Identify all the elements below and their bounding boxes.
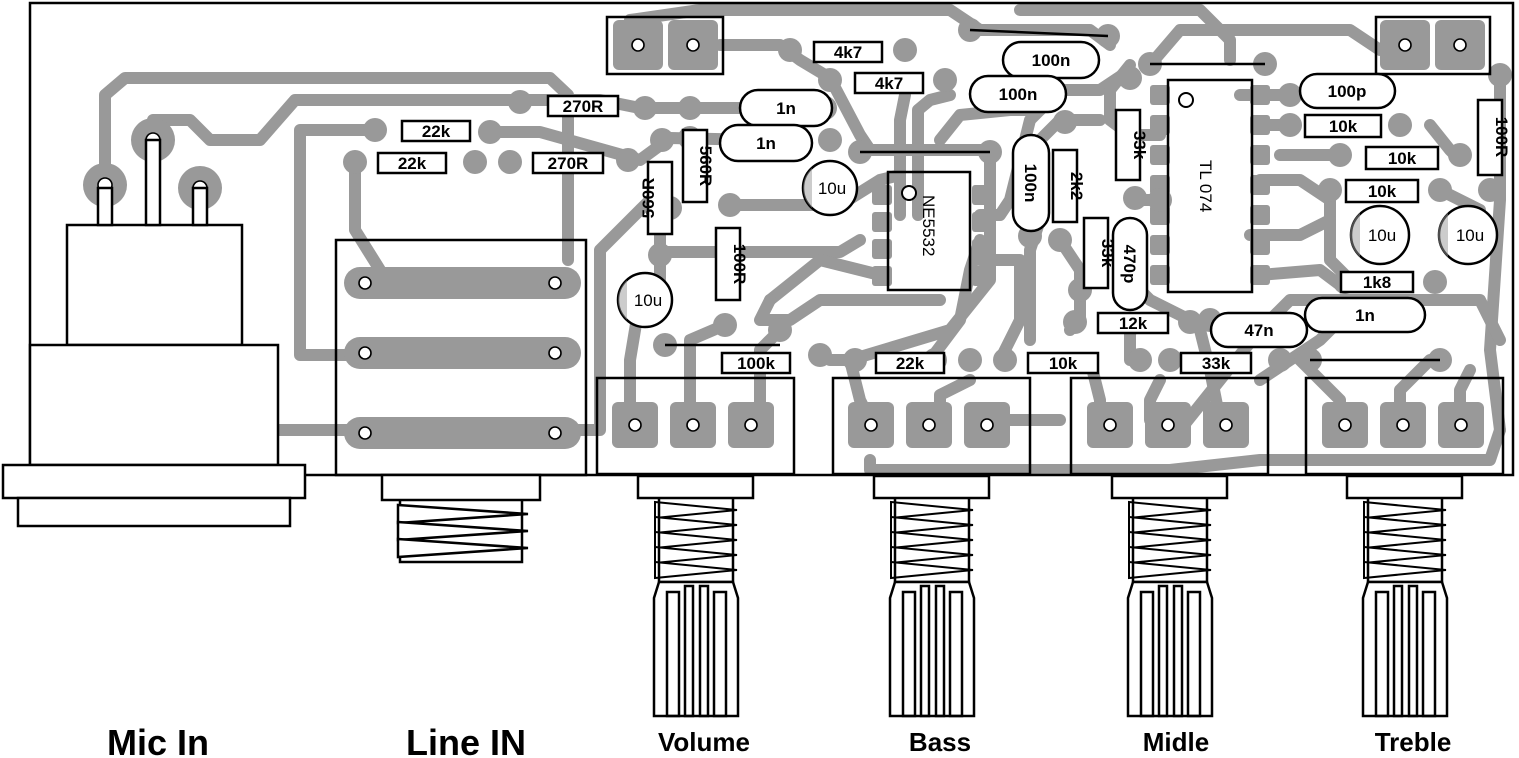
- ic-ne5532-label: NE5532: [919, 195, 938, 256]
- pad-holes: [97, 38, 1468, 440]
- resistor-12k: 12k: [1096, 311, 1170, 335]
- capacitor-10u-d: 10u: [1437, 204, 1499, 266]
- svg-text:4k7: 4k7: [834, 43, 862, 62]
- ic-ne5532: NE5532: [886, 170, 972, 292]
- resistor-4k7-a: 4k7: [812, 40, 884, 64]
- resistor-270r-b: 270R: [531, 151, 605, 175]
- resistor-33k-b: 33k: [1114, 108, 1149, 182]
- resistor-10k-a: 10k: [1026, 351, 1100, 375]
- electrolytic-capacitors: 10u 10u 10u 10u: [616, 159, 1499, 329]
- terminal-block-right: [1374, 15, 1492, 76]
- svg-text:22k: 22k: [896, 354, 925, 373]
- label-line-in: Line IN: [406, 722, 526, 758]
- pot-volume: [595, 376, 796, 718]
- resistor-560r-a: 560R: [681, 128, 715, 204]
- svg-text:10u: 10u: [818, 179, 846, 198]
- capacitor-100n-b: 100n: [968, 74, 1068, 114]
- label-volume: Volume: [658, 727, 750, 757]
- svg-text:2k2: 2k2: [1067, 172, 1086, 200]
- svg-text:560R: 560R: [639, 178, 658, 219]
- board-outline: [28, 1, 1515, 477]
- wire-jumpers: [665, 28, 1440, 362]
- resistor-270r-a: 270R: [546, 94, 620, 118]
- label-midle: Midle: [1143, 727, 1209, 757]
- svg-text:1n: 1n: [776, 99, 796, 118]
- mic-connector: [1, 138, 307, 528]
- svg-text:10k: 10k: [1368, 182, 1397, 201]
- capacitor-1n-b: 1n: [718, 123, 814, 163]
- capacitor-10u-b: 10u: [616, 271, 674, 329]
- resistor-10k-b: 10k: [1303, 113, 1383, 139]
- bottom-labels: Mic In Line IN Volume Bass Midle Treble: [107, 722, 1451, 758]
- label-mic-in: Mic In: [107, 722, 209, 758]
- capacitor-470p: 470p: [1111, 216, 1149, 312]
- line-in-jack: [334, 238, 588, 564]
- svg-text:100n: 100n: [1021, 164, 1040, 203]
- pot-midle: [1069, 376, 1270, 718]
- copper-traces: [99, 4, 1506, 476]
- pot-bass: [831, 376, 1032, 718]
- resistor-4k7-b: 4k7: [853, 71, 925, 95]
- resistor-560r-b: 560R: [639, 160, 674, 236]
- svg-text:100p: 100p: [1328, 82, 1367, 101]
- svg-text:4k7: 4k7: [875, 74, 903, 93]
- svg-text:10u: 10u: [634, 291, 662, 310]
- svg-text:10k: 10k: [1388, 149, 1417, 168]
- capacitor-10u-c: 10u: [1349, 204, 1411, 266]
- svg-text:22k: 22k: [398, 154, 427, 173]
- capacitor-100n-c: 100n: [1011, 133, 1051, 233]
- svg-text:470p: 470p: [1120, 245, 1139, 284]
- capacitor-10u-a: 10u: [801, 159, 859, 217]
- svg-text:22k: 22k: [422, 122, 451, 141]
- resistor-22k-b: 22k: [376, 151, 448, 175]
- svg-text:12k: 12k: [1119, 314, 1148, 333]
- svg-text:270R: 270R: [563, 97, 604, 116]
- pot-treble: [1304, 376, 1505, 718]
- resistor-100r-b: 100R: [1476, 98, 1511, 177]
- svg-text:100R: 100R: [730, 244, 749, 285]
- jack-traces: [344, 267, 581, 449]
- resistor-100k: 100k: [720, 351, 792, 375]
- capacitor-100p: 100p: [1298, 72, 1397, 110]
- svg-text:100n: 100n: [1032, 51, 1071, 70]
- svg-text:100R: 100R: [1492, 117, 1511, 158]
- ic-tl074-label: TL 074: [1196, 160, 1215, 212]
- svg-text:10k: 10k: [1049, 354, 1078, 373]
- terminal-block-left: [605, 15, 725, 76]
- svg-text:560R: 560R: [696, 146, 715, 187]
- resistor-10k-d: 10k: [1344, 178, 1420, 204]
- resistor-22k-a: 22k: [400, 119, 472, 143]
- resistor-22k-c: 22k: [874, 351, 946, 375]
- capacitor-1n-c: 1n: [1303, 296, 1427, 334]
- resistor-33k-a: 33k: [1179, 351, 1253, 375]
- capacitor-100n-a: 100n: [1001, 40, 1101, 80]
- capacitor-1n-a: 1n: [738, 88, 834, 128]
- svg-text:1k8: 1k8: [1363, 273, 1391, 292]
- vertical-resistors: 560R 560R 100R 2k2 33k 33k 100R: [639, 98, 1511, 302]
- svg-text:47n: 47n: [1244, 321, 1273, 340]
- svg-text:270R: 270R: [548, 154, 589, 173]
- svg-text:1n: 1n: [756, 134, 776, 153]
- label-treble: Treble: [1375, 727, 1452, 757]
- svg-text:1n: 1n: [1355, 306, 1375, 325]
- resistor-10k-c: 10k: [1364, 145, 1440, 171]
- svg-text:10k: 10k: [1329, 117, 1358, 136]
- svg-text:100n: 100n: [999, 85, 1038, 104]
- svg-text:100k: 100k: [737, 354, 775, 373]
- capacitor-47n: 47n: [1209, 311, 1309, 349]
- ic-tl074: TL 074: [1166, 78, 1254, 294]
- resistor-100r-a: 100R: [714, 226, 749, 302]
- svg-text:10u: 10u: [1368, 226, 1396, 245]
- svg-text:33k: 33k: [1130, 131, 1149, 160]
- capacitors: 1n 1n 1n 100n 100n 100n 100p 470p 47n: [718, 40, 1427, 349]
- resistor-1k8: 1k8: [1339, 270, 1415, 294]
- resistors: 4k7 4k7 270R 270R 22k 22k 100k 22k 10k 3…: [376, 40, 1440, 375]
- svg-text:33k: 33k: [1202, 354, 1231, 373]
- label-bass: Bass: [909, 727, 971, 757]
- resistor-2k2: 2k2: [1051, 148, 1086, 224]
- svg-text:10u: 10u: [1456, 226, 1484, 245]
